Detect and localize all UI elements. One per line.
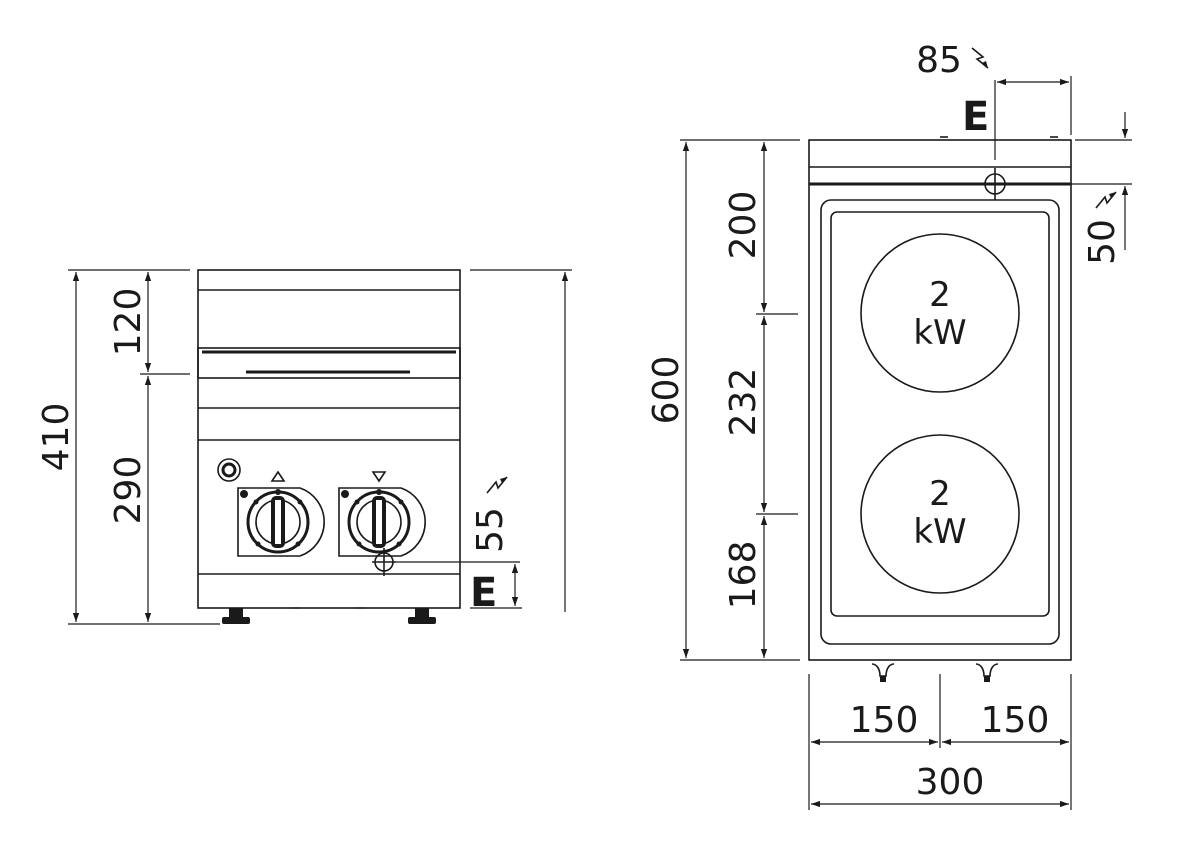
hotplate-rear: 2 kW [860,233,1020,393]
pilot-light-icon [217,458,241,482]
top-depth-middle-label: 232 [723,368,764,437]
knob-icon[interactable] [237,487,325,557]
dim-top-depth-total: 600 [646,139,800,661]
electric-symbol-icon [1095,191,1117,209]
front-connection-label: E [470,570,497,616]
top-connection-depth-label: 50 [1082,219,1123,265]
front-foot-left [222,608,250,624]
triangle-up-icon [270,470,286,482]
dim-front-height-upper: 120 [108,272,190,375]
front-height-lower-label: 290 [108,456,149,525]
front-foot-right [408,608,436,624]
dim-front-connection-height: 55 E [470,476,522,616]
top-width-left-label: 150 [850,700,919,741]
dim-front-height-lower: 290 [108,376,152,622]
front-body [197,269,461,609]
front-electrical-connection [372,548,520,576]
front-view: 410 120 290 55 E [36,269,572,625]
front-height-upper-label: 120 [108,288,149,357]
top-width-right-label: 150 [981,700,1050,741]
top-view: 2 kW 2 kW 85 E [646,40,1132,810]
top-body [808,136,1072,661]
hotplate-front: 2 kW [860,434,1020,594]
top-depth-front-label: 200 [723,191,764,260]
knob-icon[interactable] [338,487,426,557]
front-height-total-label: 410 [36,403,77,472]
dim-front-height-total: 410 [36,269,220,625]
top-foot-left [871,663,895,682]
dim-top-connection-depth: 50 [1012,112,1132,265]
dim-front-right-extension [470,269,572,612]
front-connection-height-label: 55 [470,507,511,553]
dim-top-depth-segments: 200 232 168 [723,142,798,658]
top-foot-right [975,663,999,682]
top-depth-total-label: 600 [646,356,687,425]
hotplate-rear-power-unit: kW [913,313,966,353]
electric-symbol-icon [971,47,989,69]
top-connection-label: E [962,94,989,140]
hotplate-rear-power-value: 2 [929,275,951,315]
top-connection-offset-label: 85 [916,40,962,81]
top-electrical-connection [981,168,1009,200]
electric-symbol-icon [486,476,508,494]
dim-top-connection-offset: 85 E [916,40,1072,160]
hotplate-front-power-value: 2 [929,474,951,514]
hotplate-front-power-unit: kW [913,512,966,552]
triangle-down-icon [371,471,387,483]
top-width-total-label: 300 [916,762,985,803]
dim-top-widths: 150 150 300 [808,674,1072,810]
top-depth-rear-label: 168 [723,541,764,610]
